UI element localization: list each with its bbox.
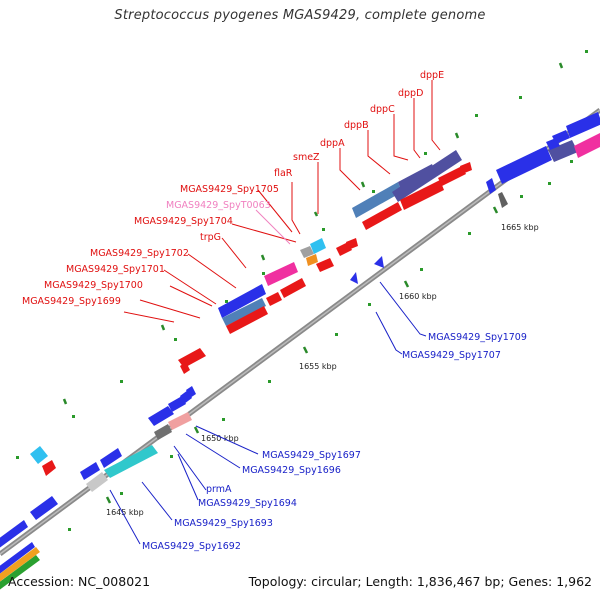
gene-label-spy1697: MGAS9429_Spy1697 — [262, 450, 361, 461]
gene-label-spy1707: MGAS9429_Spy1707 — [402, 350, 501, 361]
gene-label-spy1699: MGAS9429_Spy1699 — [22, 296, 121, 307]
kbp-label-1650: 1650 kbp — [201, 434, 239, 443]
kbp-label-1660: 1660 kbp — [399, 292, 437, 301]
gene-label-dppE: dppE — [420, 70, 444, 81]
kbp-label-1665: 1665 kbp — [501, 223, 539, 232]
outer-dot-ring — [16, 50, 588, 459]
accession-text: Accession: NC_008021 — [8, 574, 151, 589]
gene-label-spy1694: MGAS9429_Spy1694 — [198, 498, 297, 509]
tick-marks — [62, 62, 564, 504]
gene-label-spyT0063: MGAS9429_SpyT0063 — [166, 200, 271, 211]
gene-label-spy1704: MGAS9429_Spy1704 — [134, 216, 233, 227]
map-title: Streptococcus pyogenes MGAS9429, complet… — [114, 8, 486, 23]
lower-left-tracks — [0, 386, 196, 590]
forward-gene-labels: dppE dppD dppC dppB dppA smeZ flaR MGAS9… — [22, 70, 444, 307]
gene-label-trpG: trpG — [200, 232, 221, 243]
gene-label-dppB: dppB — [344, 120, 369, 131]
gene-label-spy1709: MGAS9429_Spy1709 — [428, 332, 527, 343]
gene-label-prmA: prmA — [206, 484, 232, 495]
right-reverse-tracks — [486, 112, 600, 208]
gene-label-spy1702: MGAS9429_Spy1702 — [90, 248, 189, 259]
gene-label-spy1692: MGAS9429_Spy1692 — [142, 541, 241, 552]
gene-label-spy1700: MGAS9429_Spy1700 — [44, 280, 143, 291]
center-forward-tracks — [178, 150, 472, 374]
red-leader-lines — [123, 80, 441, 323]
gene-label-dppA: dppA — [320, 138, 345, 149]
reverse-gene-labels: MGAS9429_Spy1709 MGAS9429_Spy1707 MGAS94… — [142, 332, 527, 552]
reverse-markers — [350, 256, 384, 284]
gene-label-spy1701: MGAS9429_Spy1701 — [66, 264, 165, 275]
blue-leader-lines — [109, 281, 427, 545]
gene-label-smeZ: smeZ — [293, 152, 320, 163]
gene-label-dppD: dppD — [398, 88, 423, 99]
kbp-label-1655: 1655 kbp — [299, 362, 337, 371]
gene-label-flaR: flaR — [274, 168, 293, 179]
gene-label-spy1693: MGAS9429_Spy1693 — [174, 518, 273, 529]
gene-label-spy1696: MGAS9429_Spy1696 — [242, 465, 341, 476]
gene-label-spy1705: MGAS9429_Spy1705 — [180, 184, 279, 195]
kbp-label-1645: 1645 kbp — [106, 508, 144, 517]
gene-label-dppC: dppC — [370, 104, 395, 115]
trna-leader-line — [255, 209, 291, 245]
inner-dot-ring — [68, 160, 573, 531]
genome-summary-text: Topology: circular; Length: 1,836,467 bp… — [248, 574, 592, 589]
